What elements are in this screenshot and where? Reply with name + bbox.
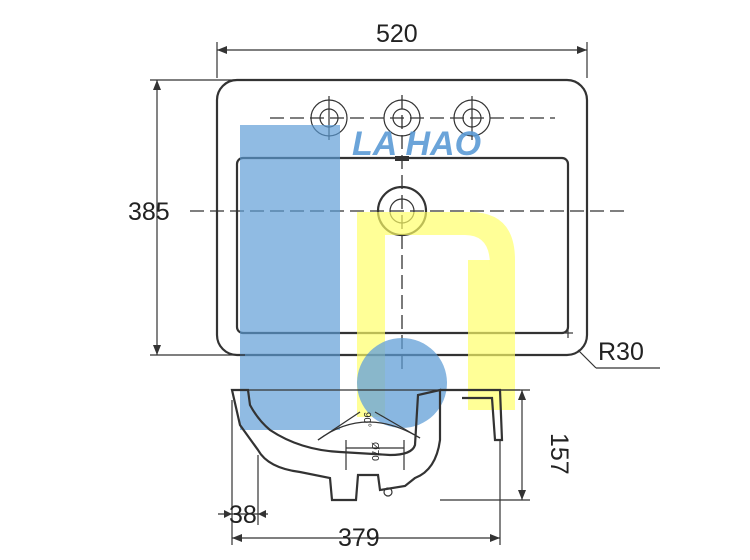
basin-rim-right [440, 388, 504, 442]
watermark-blue-circle [357, 338, 447, 428]
rim-label: 38 [229, 501, 257, 529]
overflow-slot [395, 156, 409, 161]
watermark: LA HAO [240, 125, 515, 430]
width-dimension: 520 [216, 20, 588, 78]
angle-ray-right [374, 411, 421, 439]
corner-mark [563, 328, 573, 338]
depth-dimension: 385 [128, 79, 245, 356]
radius-label: R30 [598, 338, 644, 366]
bowl-width-dimension: 379 [232, 440, 501, 552]
height-dimension: 157 [440, 389, 573, 501]
rim-dimension: 38 [218, 400, 268, 545]
angle-label: 90° [361, 412, 372, 427]
watermark-text: LA HAO [352, 125, 481, 163]
watermark-yellow-bar-2 [468, 260, 490, 410]
bowl-width-label: 379 [338, 524, 380, 552]
drain-diameter-label: Ø70 [369, 442, 380, 461]
basin-section-profile [230, 388, 442, 502]
tap-hole-right [453, 96, 491, 140]
side-view: 90° Ø70 [230, 388, 520, 502]
width-label: 520 [376, 20, 418, 48]
height-label: 157 [545, 433, 573, 475]
watermark-blue-bar [240, 125, 340, 430]
angle-ray-left [317, 411, 361, 441]
radius-dimension: R30 [577, 338, 660, 369]
tap-hole-center [383, 99, 421, 137]
depth-label: 385 [128, 198, 170, 226]
outlet-fitting [383, 487, 393, 497]
